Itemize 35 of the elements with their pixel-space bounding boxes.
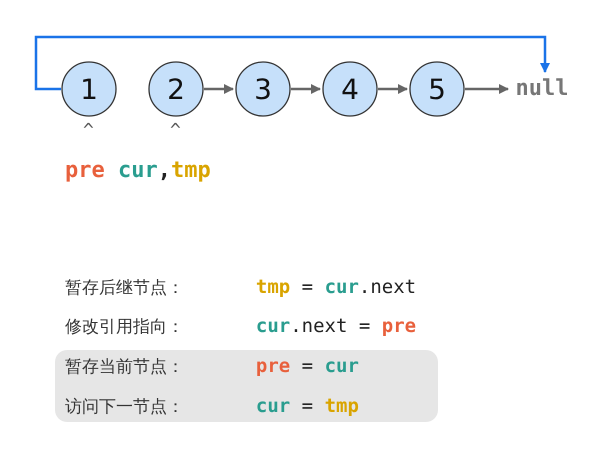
node-circle: 5 [409,61,465,117]
arrow [34,36,550,90]
variable-name: tmp [324,395,359,417]
pointer-caret: ^ [170,122,181,140]
operator: = [302,395,314,417]
step-label: 访问下一节点： [65,396,185,418]
variable-name: cur [256,315,290,337]
arrow [291,84,321,94]
pointer-caret: ^ [83,122,94,140]
variable-name: cur [256,395,290,417]
arrow [378,84,408,94]
separator-comma: , [158,158,171,183]
node-circle: 4 [322,61,378,117]
operator: = [302,276,314,298]
variable-name: pre [382,315,416,337]
variable-name: pre [65,158,105,183]
step-label: 暂存当前节点： [65,356,185,378]
null-text: null [510,76,574,102]
variable-name: pre [256,355,290,377]
variable-name: cur [324,276,359,298]
arrow [465,84,509,94]
operator: = [302,355,314,377]
variable-name: tmp [171,158,211,183]
field-name: .next [290,315,348,337]
node-circle: 2 [148,61,204,117]
variable-name: tmp [256,276,290,298]
variable-name: cur [324,355,359,377]
node-circle: 3 [235,61,291,117]
step-label: 暂存后继节点： [65,277,185,299]
step-label: 修改引用指向： [65,316,185,338]
field-name: .next [358,276,416,298]
variable-name: cur [118,158,158,183]
arrow [204,84,234,94]
operator: = [358,315,370,337]
node-circle: 1 [61,61,117,117]
